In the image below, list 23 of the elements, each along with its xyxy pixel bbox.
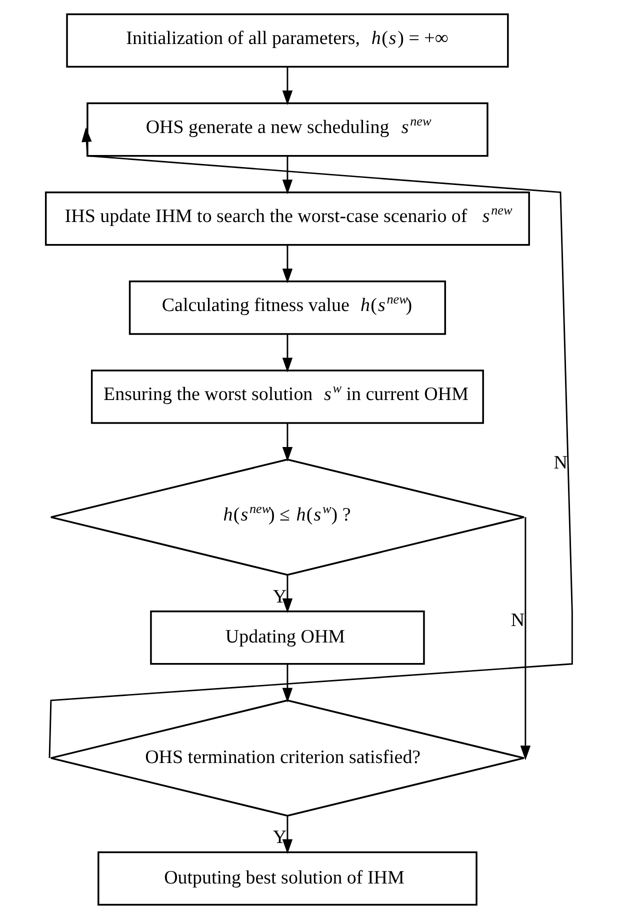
arrow [282,423,292,462]
arrow [282,334,292,372]
node-box: IHS update IHM to search the worst-case scenario of s$^{new}$ [44,191,530,246]
arrow [282,66,292,106]
arrow [282,664,292,702]
node-diamond: OHS termination criterion satisfied? [50,700,524,817]
node-box: Ensuring the worst solution s$^{w}$ in current OHM [90,370,484,424]
arrow [282,575,292,613]
edge-label: Y [272,827,286,848]
edge-label: N [553,452,567,474]
arrow [48,127,572,758]
node-box: Calculating fitness value h(s$^{new}$) [128,280,446,335]
arrow [282,816,292,854]
arrow [282,156,292,194]
node-box: Outputing best solution of IHM [97,851,477,906]
edge-label: Y [272,586,286,608]
node-box: Initialization of all parameters, h(s) = +∞ [66,13,508,68]
arrow [520,517,530,760]
arrow [282,244,292,284]
node-box: OHS generate a new scheduling s$^{new}$ [86,102,488,157]
node-diamond: h(s$^{new}$) ≤ h(s$^{w}$) ? [50,458,524,576]
node-box: Updating OHM [150,610,424,665]
edge-label: N [510,610,524,632]
